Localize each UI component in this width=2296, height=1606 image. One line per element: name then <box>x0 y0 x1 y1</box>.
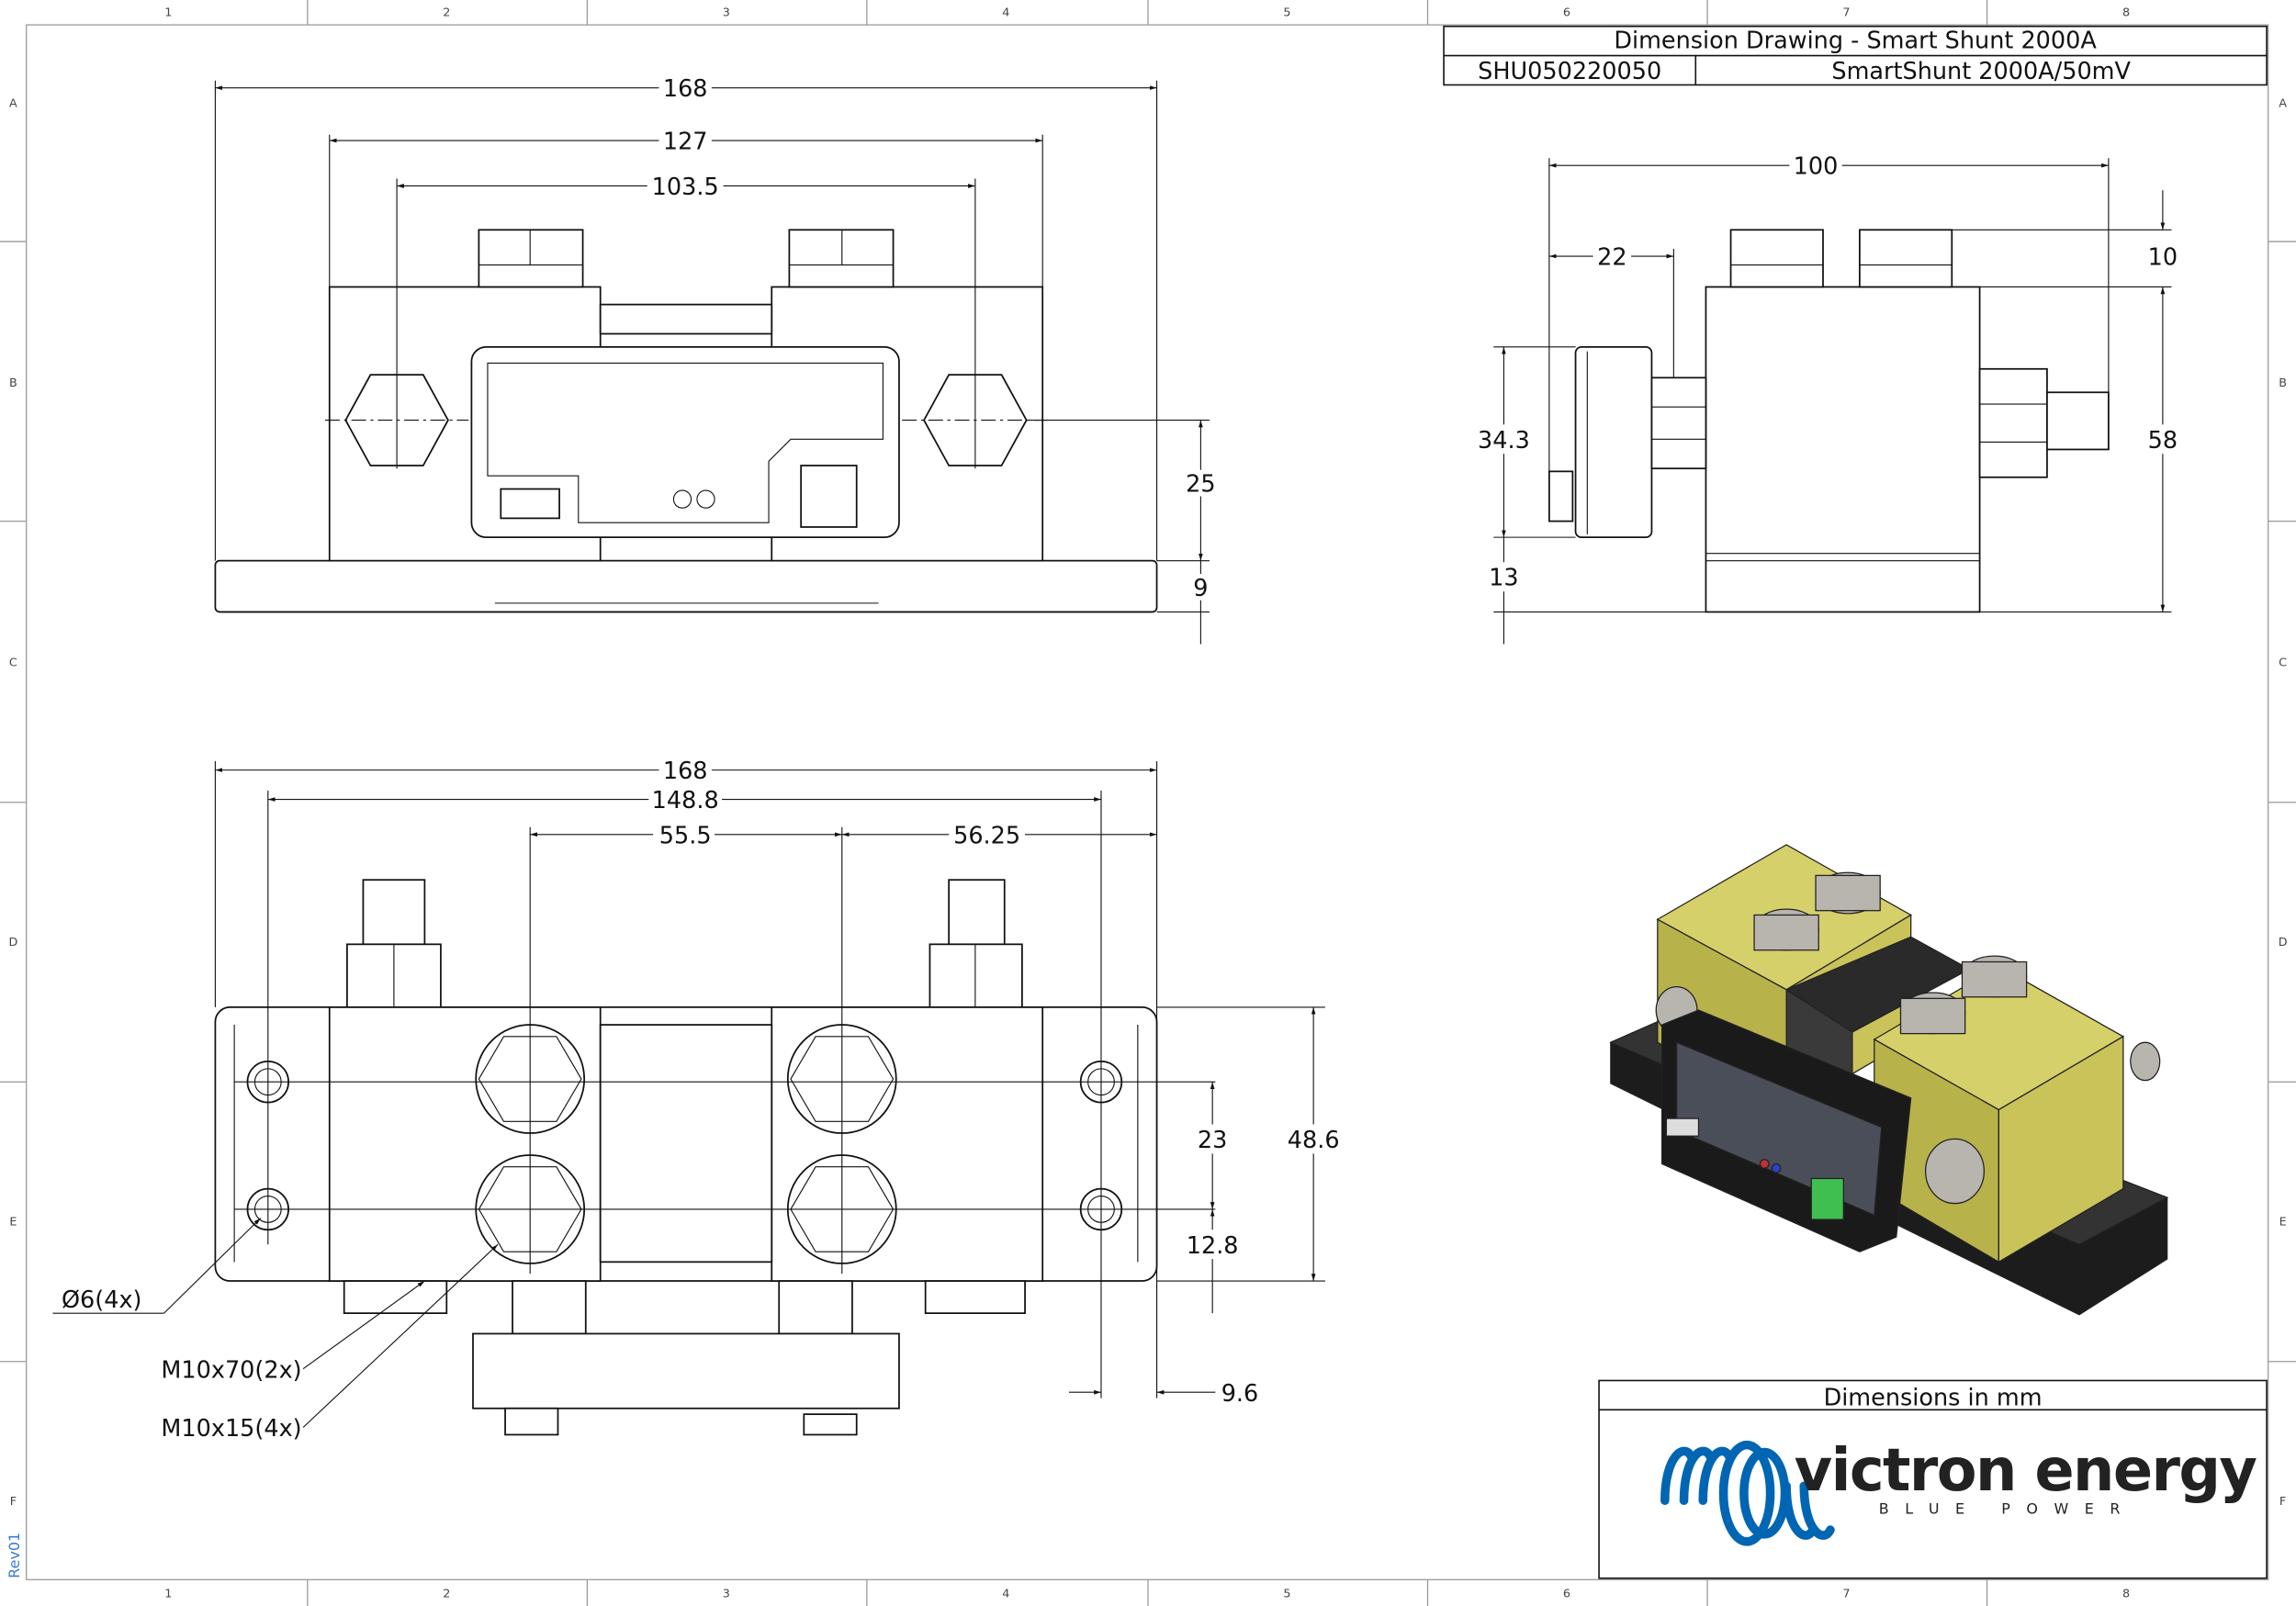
dim-side-nut-height: 10 <box>2148 244 2178 272</box>
brand-tagline: BLUE POWER <box>1879 1500 2136 1518</box>
grid-col-label: 5 <box>1283 1587 1290 1600</box>
grid-row-label: C <box>2279 656 2287 669</box>
dim-front-block-width: 127 <box>663 129 708 156</box>
front-view: 168 127 103.5 25 9 <box>214 73 1219 645</box>
dim-front-bolt-spacing: 103.5 <box>652 174 719 201</box>
grid-col-label: 2 <box>443 1587 450 1600</box>
grid-col-label: 2 <box>443 6 450 20</box>
dim-side-overall-depth: 100 <box>1794 153 1839 181</box>
grid-col-label: 8 <box>2122 1587 2130 1600</box>
grid-col-label: 1 <box>164 1587 172 1600</box>
grid-col-label: 6 <box>1563 1587 1570 1600</box>
grid-row-label: B <box>2279 376 2287 390</box>
grid-row-label: B <box>9 376 17 390</box>
grid-col-label: 4 <box>1002 6 1009 20</box>
dim-top-overall-width: 168 <box>663 758 708 785</box>
victron-logo-coil <box>1660 1440 1835 1546</box>
dim-side-display-offset: 22 <box>1597 244 1626 272</box>
logo-block: Dimensions in mm victron energy BLUE POW… <box>1598 1379 2268 1579</box>
part-number: SHU050220050 <box>1478 58 1661 85</box>
grid-row-label: A <box>9 96 17 110</box>
isometric-render <box>1609 844 2169 1316</box>
dim-top-hole-margin: 9.6 <box>1221 1380 1259 1408</box>
top-view: 168 148.8 55.5 56.25 23 48.6 12.8 9.6 Ø6… <box>52 755 1344 1443</box>
dim-front-overall-width: 168 <box>663 75 708 103</box>
revision-label: Rev01 <box>6 1533 23 1578</box>
dim-side-display-base: 13 <box>1489 565 1518 592</box>
callout-bolt-m10x70: M10x70(2x) <box>161 1356 301 1384</box>
grid-col-label: 3 <box>723 6 730 20</box>
grid-col-label: 4 <box>1002 1587 1009 1600</box>
dim-front-base-height: 9 <box>1193 575 1208 602</box>
grid-row-label: D <box>2279 936 2288 949</box>
grid-col-label: 7 <box>1842 1587 1850 1600</box>
dim-top-overall-depth: 48.6 <box>1288 1127 1340 1154</box>
grid-col-label: 7 <box>1842 6 1850 20</box>
grid-col-label: 3 <box>723 1587 730 1600</box>
drawing-title: Dimension Drawing - Smart Shunt 2000A <box>1614 28 2097 55</box>
dim-top-hole-edge: 12.8 <box>1187 1232 1239 1260</box>
grid-col-label: 1 <box>164 6 172 20</box>
grid-col-label: 5 <box>1283 6 1290 20</box>
dim-top-center-right: 56.25 <box>953 822 1020 849</box>
dim-top-hole-spacing: 148.8 <box>652 787 719 814</box>
grid-row-label: E <box>2279 1215 2287 1229</box>
brand-name: victron energy <box>1795 1437 2257 1505</box>
part-description: SmartShunt 2000A/50mV <box>1831 58 2131 85</box>
grid-row-label: C <box>9 656 17 669</box>
side-view: 100 22 10 58 34.3 13 <box>1477 151 2181 645</box>
title-block: Dimension Drawing - Smart Shunt 2000A SH… <box>1443 25 2268 86</box>
grid-row-label: A <box>2279 96 2287 110</box>
dim-side-body-height: 58 <box>2148 427 2178 455</box>
dim-top-hole-pitch: 23 <box>1198 1127 1227 1154</box>
grid-col-label: 8 <box>2122 6 2130 20</box>
units-note: Dimensions in mm <box>1824 1385 2043 1412</box>
dim-top-center-left: 55.5 <box>659 822 712 849</box>
dim-side-display-height: 34.3 <box>1478 427 1530 455</box>
grid-row-label: D <box>8 936 17 949</box>
callout-bolt-m10x15: M10x15(4x) <box>161 1415 301 1443</box>
grid-col-label: 6 <box>1563 6 1570 20</box>
grid-row-label: F <box>10 1495 17 1509</box>
callout-hole-diameter: Ø6(4x) <box>62 1286 142 1314</box>
grid-row-label: E <box>9 1215 17 1229</box>
grid-row-label: F <box>2279 1495 2286 1509</box>
dim-front-bolt-height: 25 <box>1186 471 1215 499</box>
